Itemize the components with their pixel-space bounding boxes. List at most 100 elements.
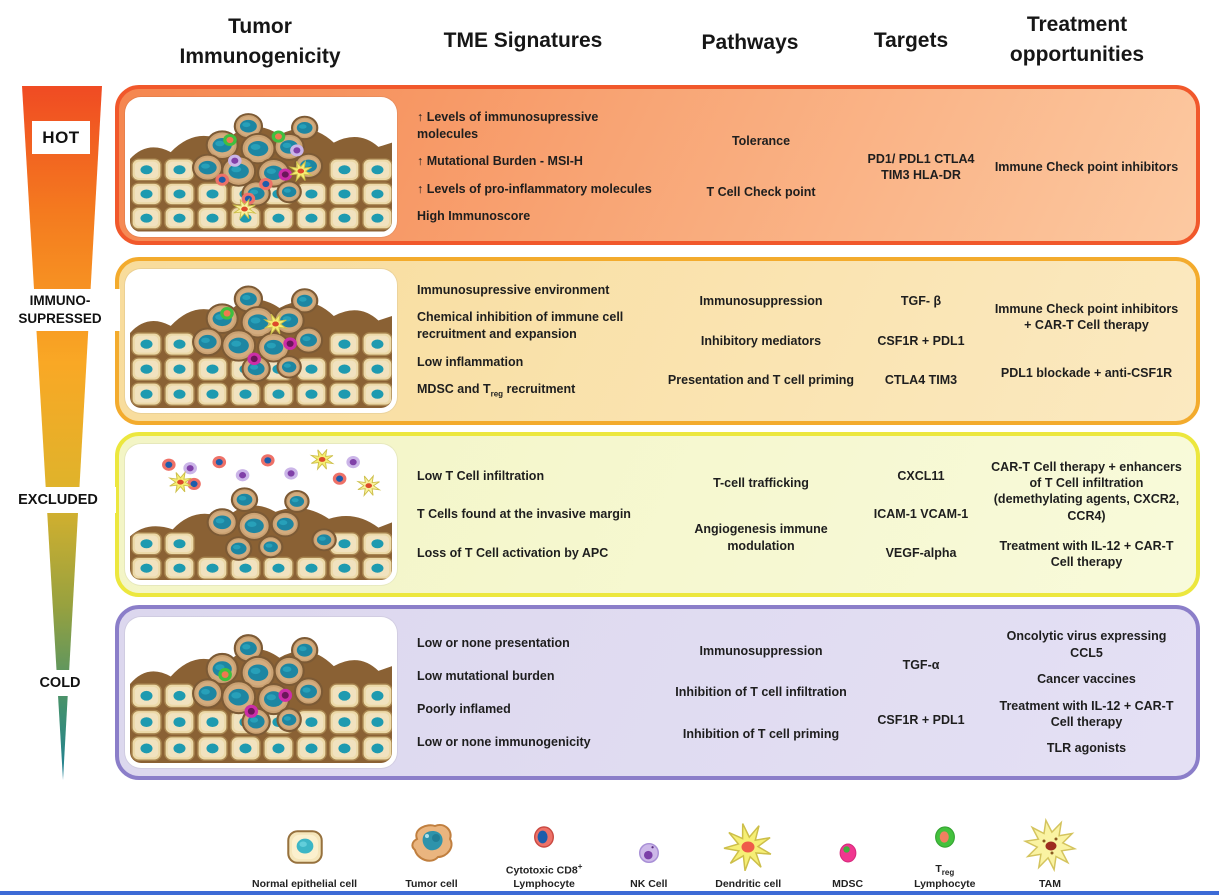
funnel-label-hot: HOT: [32, 121, 90, 154]
treatment-opportunities-item: TLR agonists: [1046, 741, 1127, 756]
targets-item: CTLA4 TIM3: [884, 373, 958, 388]
funnel-label-immuno-supressed: IMMUNO- SUPRESSED: [0, 289, 120, 332]
pathways-item: T-cell trafficking: [713, 476, 809, 491]
legend-label: Dendritic cell: [715, 878, 782, 891]
cytotoxic-cd8-lymphocyte-icon: [524, 797, 564, 857]
tissue-illustration-hot: [125, 97, 397, 237]
treatment-opportunities-item: Immune Check point inhibitors: [994, 159, 1179, 174]
tissue-illustration-cold: [125, 617, 397, 768]
tme-signatures-item: MDSC and Treg recruitment: [417, 382, 576, 399]
tme-signatures-item: ↑ Levels of pro-inflammatory molecules: [417, 181, 652, 196]
tme-signatures-item: Low mutational burden: [417, 668, 555, 683]
treatment-opportunities-item: CAR-T Cell therapy + enhancers of T Cell…: [991, 459, 1182, 523]
nk-cell-icon: [629, 813, 669, 873]
pathways-item: Presentation and T cell priming: [667, 373, 855, 388]
tme-signatures-item: High Immunoscore: [417, 209, 531, 223]
legend-item-dendritic-cell: Dendritic cell: [715, 813, 781, 892]
tissue-illustration-immuno-supressed: [125, 269, 397, 413]
legend-item-nk-cell: NK Cell: [629, 813, 669, 892]
treatment-opportunities-hot: Immune Check point inhibitors: [985, 89, 1188, 245]
targets-item: ICAM-1 VCAM-1: [873, 507, 969, 522]
legend-label: Normal epithelial cell: [252, 878, 358, 891]
legend-label: Cytotoxic CD8+Lymphocyte: [505, 862, 583, 891]
tme-signatures-item: ↑ Levels of immunosupressive molecules: [417, 110, 599, 141]
pathways-item: Tolerance: [731, 134, 791, 149]
treatment-opportunities-excluded: CAR-T Cell therapy + enhancers of T Cell…: [985, 436, 1188, 593]
targets-item: CSF1R + PDL1: [877, 333, 965, 348]
mdsc-icon: [828, 813, 868, 873]
pathways-item: Immunosuppression: [699, 644, 823, 659]
targets-item: CXCL11: [897, 468, 945, 483]
legend-label: Tumor cell: [405, 878, 458, 891]
treatment-opportunities-item: Immune Check point inhibitors + CAR-T Ce…: [994, 302, 1179, 333]
treatment-opportunities-item: PDL1 blockade + anti-CSF1R: [1000, 365, 1173, 380]
header-tumor-immunogenicity: Tumor Immunogenicity: [179, 15, 341, 68]
bottom-rule: [0, 891, 1219, 895]
funnel-label-excluded: EXCLUDED: [0, 487, 116, 513]
normal-epithelial-cell-icon: [279, 813, 331, 873]
tme-signatures-excluded: Low T Cell infiltration T Cells found at …: [409, 436, 665, 593]
pathways-item: Inhibition of T cell infiltration: [675, 685, 847, 700]
targets-hot: PD1/ PDL1 CTLA4 TIM3 HLA-DR: [857, 89, 985, 245]
treatment-opportunities-item: Treatment with IL-12 + CAR-T Cell therap…: [999, 698, 1174, 729]
tme-signatures-item: Low or none presentation: [417, 635, 570, 650]
pathways-item: Angiogenesis immune modulation: [694, 522, 828, 553]
tme-signatures-hot: ↑ Levels of immunosupressive molecules ↑ …: [409, 89, 665, 245]
dendritic-cell-icon: [720, 813, 776, 873]
funnel-label-cold: COLD: [12, 670, 108, 696]
legend-label: TAM: [1038, 878, 1061, 891]
tam-icon: [1022, 813, 1078, 873]
tme-signatures-item: ↑ Mutational Burden - MSI-H: [417, 154, 583, 168]
header-targets: Targets: [873, 29, 949, 52]
pathways-item: Inhibition of T cell priming: [682, 726, 840, 741]
targets-item: TGF-α: [902, 657, 940, 672]
legend-item-mdsc: MDSC: [828, 813, 868, 892]
pathways-hot: Tolerance T Cell Check point: [665, 89, 857, 245]
legend-item-tam: TAM: [1022, 813, 1078, 892]
legend-label: NK Cell: [630, 878, 668, 891]
treatment-opportunities-item: Oncolytic virus expressing CCL5: [1006, 629, 1167, 660]
treatment-opportunities-item: Cancer vaccines: [1037, 672, 1136, 687]
tme-signatures-item: T Cells found at the invasive margin: [417, 507, 631, 522]
tme-signatures-item: Chemical inhibition of immune cell recru…: [417, 310, 624, 341]
pathways-item: Immunosuppression: [699, 294, 823, 309]
tme-signatures-item: Loss of T Cell activation by APC: [417, 546, 609, 561]
treg-lymphocyte-icon: [924, 798, 966, 858]
immunogenicity-gradient-funnel: [22, 86, 102, 780]
header-tme-signatures: TME Signatures: [443, 29, 603, 52]
targets-item: CSF1R + PDL1: [877, 712, 965, 727]
cell-type-legend: Normal epithelial cell Tumor cell Cytotoxi…: [252, 792, 1078, 892]
tme-signatures-item: Immunosupressive environment: [417, 282, 610, 297]
legend-item-normal-epithelial-cell: Normal epithelial cell: [252, 813, 357, 892]
tme-signatures-item: Poorly inflamed: [417, 701, 511, 716]
header-pathways: Pathways: [701, 31, 799, 54]
legend-item-tumor-cell: Tumor cell: [403, 813, 459, 892]
legend-label: MDSC: [832, 878, 864, 891]
legend-item-cytotoxic-cd8-lymphocyte: Cytotoxic CD8+Lymphocyte: [506, 797, 582, 892]
treatment-opportunities-item: Treatment with IL-12 + CAR-T Cell therap…: [999, 538, 1174, 569]
tme-signatures-item: Low T Cell infiltration: [417, 468, 545, 483]
targets-item: PD1/ PDL1 CTLA4 TIM3 HLA-DR: [867, 151, 975, 182]
tme-signatures-item: Low or none immunogenicity: [417, 734, 591, 749]
treatment-opportunities-immuno-supressed: Immune Check point inhibitors + CAR-T Ce…: [985, 261, 1188, 421]
tme-signatures-item: Low inflammation: [417, 354, 524, 369]
pathways-item: T Cell Check point: [706, 185, 816, 200]
targets-item: TGF- β: [900, 294, 942, 309]
targets-item: VEGF-alpha: [885, 546, 957, 561]
pathways-item: Inhibitory mediators: [700, 333, 822, 348]
tumor-cell-icon: [403, 813, 459, 873]
